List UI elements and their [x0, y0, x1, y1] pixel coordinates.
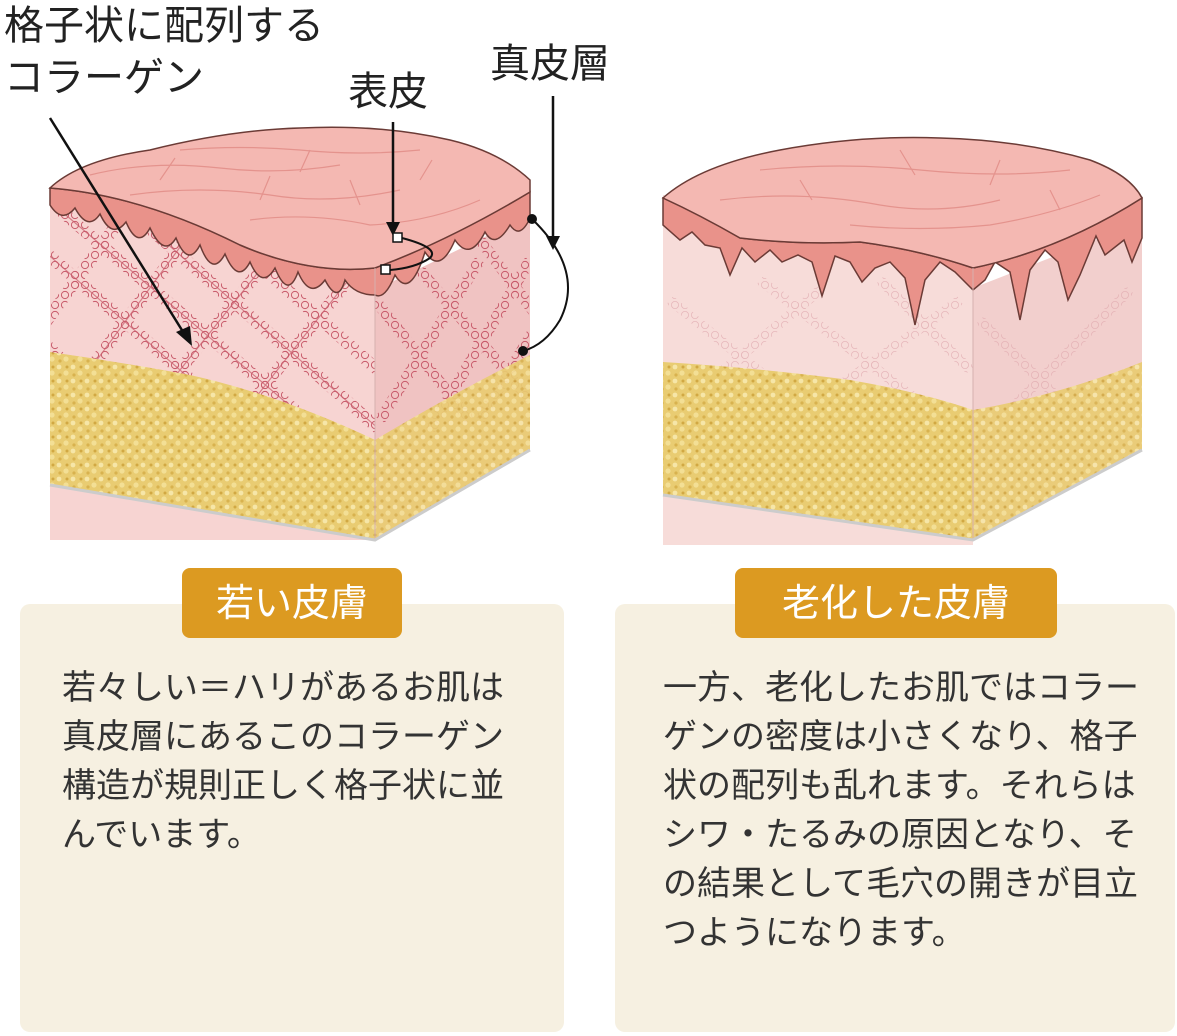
young-surface	[48, 126, 531, 271]
collagen-pointer	[48, 117, 192, 346]
collagen-label: 格子状に配列する コラーゲン	[4, 3, 324, 101]
epidermis-label: 表皮	[348, 69, 428, 115]
aged-description-panel	[615, 604, 1175, 1032]
dermis-label: 真皮層	[490, 41, 610, 87]
aged-skin-block	[661, 136, 1143, 545]
skin-diagram	[48, 96, 1143, 545]
young-skin-block	[48, 126, 531, 542]
epidermis-pointer	[380, 122, 433, 275]
aged-skin-description: 一方、老化したお肌ではコラーゲンの密度は小さくなり、格子状の配列も乱れます。それ…	[663, 668, 1139, 953]
aged-fat-side	[973, 362, 1142, 540]
aged-surface	[661, 136, 1143, 269]
dermis-pointer	[518, 96, 569, 356]
young-fat-front	[50, 352, 375, 540]
aged-fat-front	[663, 362, 973, 540]
aged-skin-title: 老化した皮膚	[735, 568, 1057, 638]
young-fat-side	[375, 355, 530, 540]
young-skin-description: 若々しい＝ハリがあるお肌は真皮層にあるこのコラーゲン構造が規則正しく格子状に並ん…	[62, 668, 504, 855]
young-skin-title: 若い皮膚	[182, 568, 402, 638]
young-description-panel	[20, 604, 564, 1032]
